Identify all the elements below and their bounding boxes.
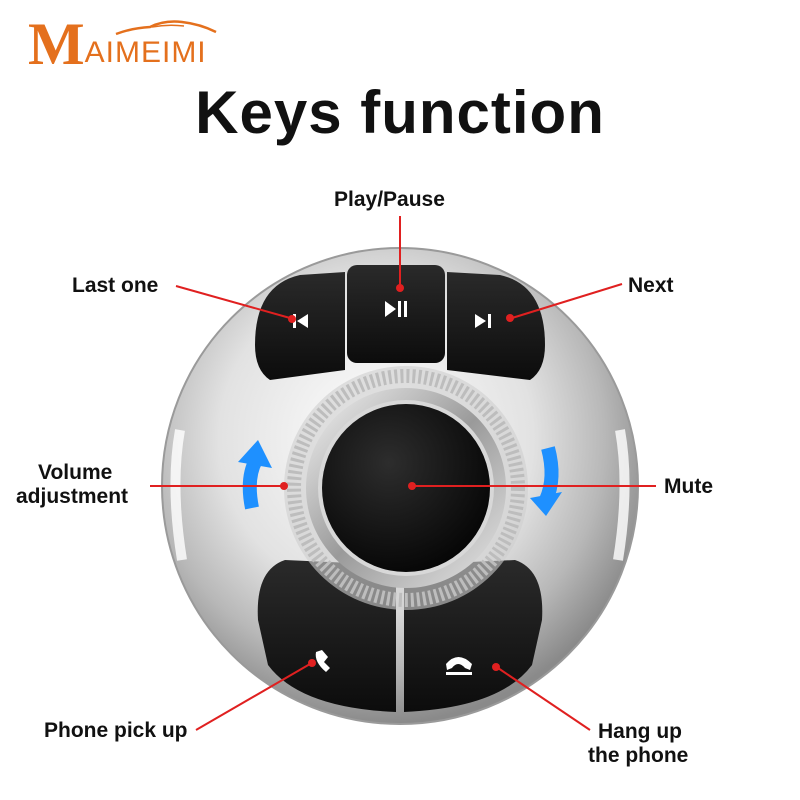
previous-button[interactable] <box>255 272 345 380</box>
leader-next <box>511 283 623 319</box>
brand-initial: M <box>28 11 85 77</box>
leader-hang-up <box>497 667 591 731</box>
leader-lines <box>150 216 656 731</box>
next-track-icon <box>475 314 491 328</box>
play-pause-button[interactable] <box>347 265 445 363</box>
label-mute: Mute <box>664 475 713 498</box>
label-volume-line1: Volume <box>38 461 113 484</box>
label-phone-pick-up: Phone pick up <box>44 719 188 742</box>
label-last-one: Last one <box>72 274 159 297</box>
brand-name: AIMEIMI <box>84 36 207 69</box>
label-next: Next <box>628 274 674 297</box>
rotary-knob[interactable] <box>284 366 528 610</box>
rotate-down-arrow-icon <box>530 446 562 516</box>
top-button-group <box>255 265 545 380</box>
label-hang-up-line1: Hang up <box>598 720 682 743</box>
rotate-up-arrow-icon <box>238 440 272 510</box>
label-play-pause: Play/Pause <box>334 188 445 211</box>
hang-up-icon <box>446 657 472 675</box>
label-volume-line2: adjustment <box>16 485 129 508</box>
play-pause-icon <box>385 301 407 317</box>
leader-last-one <box>175 285 291 319</box>
brand-logo: M AIMEIMI <box>28 11 217 77</box>
leader-phone-pickup <box>195 663 311 731</box>
phone-pickup-icon <box>315 650 330 672</box>
next-button[interactable] <box>447 272 545 380</box>
car-swoosh-icon <box>115 20 217 36</box>
label-hang-up-line2: the phone <box>588 744 689 767</box>
page-title: Keys function <box>195 79 605 146</box>
